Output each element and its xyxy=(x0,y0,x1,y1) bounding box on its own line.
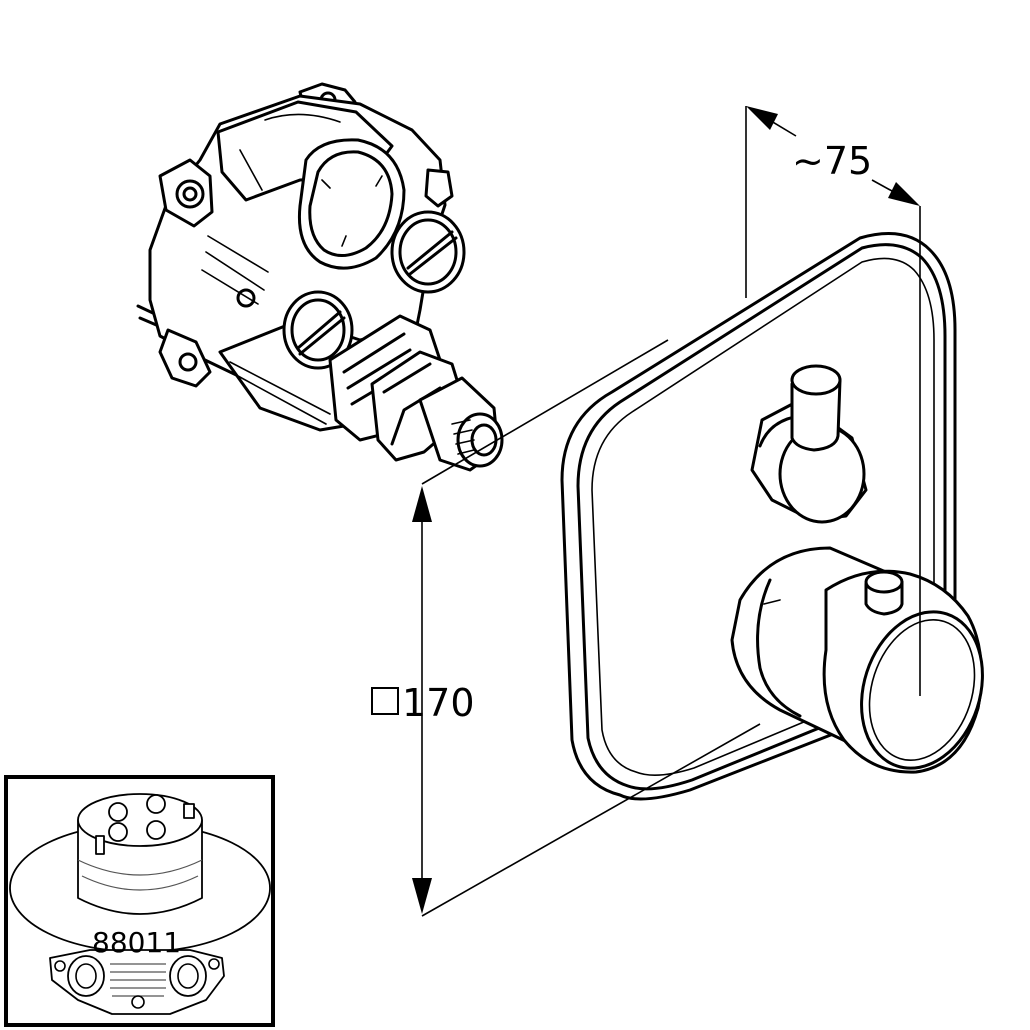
diverter-handle xyxy=(750,364,868,524)
dimension-depth xyxy=(745,106,921,696)
cartridge-stem xyxy=(328,314,504,472)
depth-dimension-label: ~75 xyxy=(792,139,872,183)
inset-frame xyxy=(4,775,275,1027)
inset-part-number: 88011 xyxy=(92,926,181,959)
screw-plug-lower xyxy=(282,290,354,370)
dimension-size xyxy=(412,339,761,917)
thermostat-handle xyxy=(730,546,984,774)
size-dimension-label: 170 xyxy=(402,681,475,725)
screw-plug-upper xyxy=(390,210,466,294)
square-symbol-icon xyxy=(371,687,399,715)
